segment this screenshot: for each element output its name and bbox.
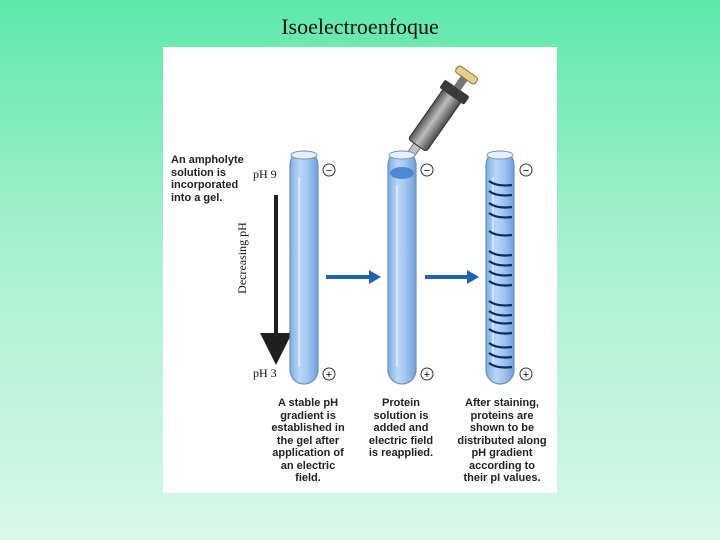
caption-line: shown to be bbox=[469, 422, 535, 434]
caption-step-3: After staining, proteins are shown to be… bbox=[450, 397, 554, 485]
caption-line: A stable pH bbox=[277, 397, 339, 409]
protein-band bbox=[488, 190, 513, 197]
intro-text: An ampholyte solution is incorporated in… bbox=[171, 154, 244, 204]
ph-bottom-label: pH 3 bbox=[253, 366, 277, 380]
diagram-graphics: − + − + − + bbox=[260, 65, 533, 385]
intro-line: An ampholyte bbox=[171, 154, 244, 166]
protein-band bbox=[488, 310, 513, 317]
caption-line: established in bbox=[271, 422, 345, 434]
electrode-negative-label-2: − bbox=[424, 165, 430, 177]
caption-line: according to bbox=[468, 459, 535, 472]
protein-band bbox=[488, 202, 513, 209]
caption-line: Protein bbox=[382, 397, 420, 409]
protein-band bbox=[488, 352, 513, 359]
gel-tube-2 bbox=[387, 150, 417, 385]
electrode-negative-3 bbox=[519, 163, 533, 177]
electrode-positive-label-3: + bbox=[523, 369, 529, 381]
caption-line: is reapplied. bbox=[368, 447, 434, 459]
electrode-negative-2 bbox=[420, 163, 434, 177]
caption-line: added and bbox=[373, 422, 429, 434]
isoelectric-focusing-figure: − + − + − + An ampholyte solution is inc… bbox=[163, 47, 557, 493]
gel-tube-3 bbox=[485, 150, 515, 385]
caption-line: proteins are bbox=[470, 409, 534, 422]
electrode-positive-1 bbox=[322, 367, 336, 381]
gel-tube-1 bbox=[289, 150, 319, 385]
electrode-positive-3 bbox=[519, 367, 533, 381]
caption-line: application of bbox=[272, 447, 344, 459]
slide-title: Isoelectroenfoque bbox=[281, 14, 439, 39]
protein-band bbox=[488, 318, 513, 325]
caption-line: pH gradient bbox=[471, 447, 533, 459]
caption-line: gradient is bbox=[280, 409, 336, 422]
electrode-positive-2 bbox=[420, 367, 434, 381]
caption-step-2: Protein solution is added and electric f… bbox=[353, 397, 449, 460]
electrode-negative-1 bbox=[322, 163, 336, 177]
protein-band bbox=[488, 342, 513, 349]
protein-band bbox=[488, 300, 513, 307]
protein-band bbox=[488, 230, 513, 237]
caption-line: the gel after bbox=[276, 434, 340, 447]
electrode-negative-label-3: − bbox=[523, 165, 529, 177]
caption-line: solution is bbox=[373, 409, 429, 422]
caption-line: field. bbox=[295, 472, 321, 484]
protein-band bbox=[488, 280, 513, 287]
electrode-positive-label-2: + bbox=[424, 369, 430, 381]
electrode-positive-label-1: + bbox=[326, 369, 332, 381]
caption-line: their pI values. bbox=[463, 472, 541, 484]
protein-band bbox=[488, 260, 513, 267]
caption-line: electric field bbox=[368, 434, 434, 447]
process-arrow-2 bbox=[425, 270, 479, 284]
caption-line: distributed along bbox=[457, 434, 547, 447]
caption-step-1: A stable pH gradient is established in t… bbox=[259, 397, 357, 485]
protein-band bbox=[488, 180, 513, 187]
ph-top-label: pH 9 bbox=[253, 167, 277, 181]
protein-band bbox=[488, 250, 513, 257]
process-arrow-1 bbox=[326, 270, 381, 284]
protein-band bbox=[488, 328, 513, 335]
intro-line: into a gel. bbox=[171, 191, 223, 204]
protein-band bbox=[488, 212, 513, 219]
caption-line: After staining, bbox=[465, 397, 539, 409]
intro-line: incorporated bbox=[171, 179, 239, 191]
decreasing-ph-label: Decreasing pH bbox=[235, 222, 249, 294]
protein-bands bbox=[488, 180, 513, 369]
protein-band bbox=[488, 270, 513, 277]
intro-line: solution is bbox=[171, 166, 226, 179]
caption-line: an electric bbox=[280, 459, 336, 472]
protein-band bbox=[488, 362, 513, 369]
electrode-negative-label-1: − bbox=[326, 165, 332, 177]
